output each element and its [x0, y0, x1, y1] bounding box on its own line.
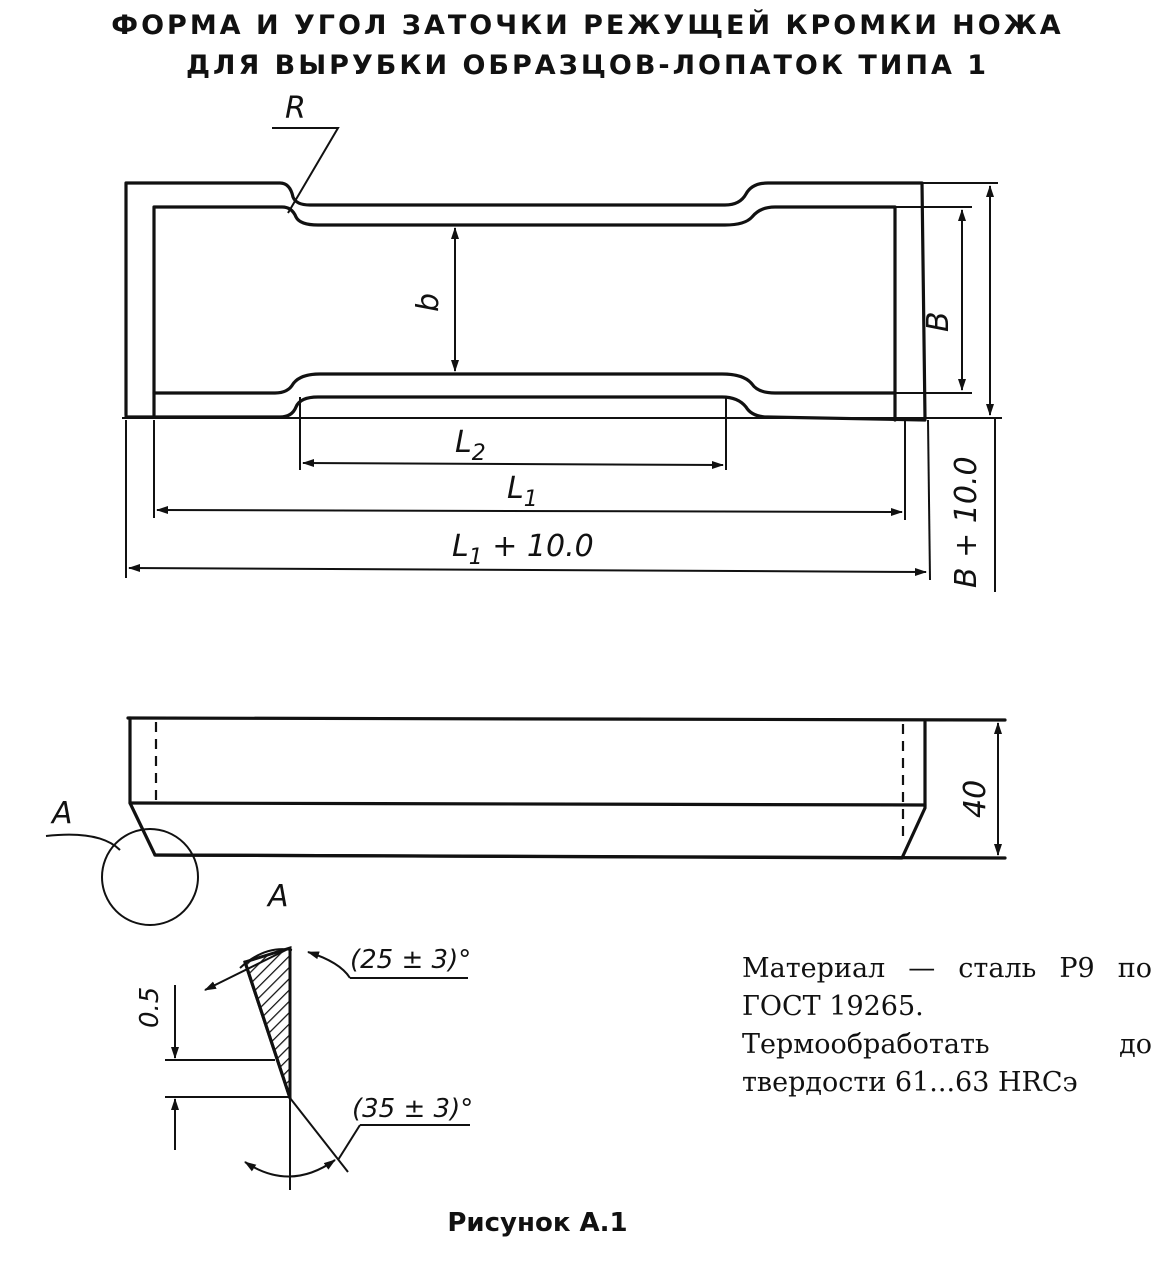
detail-a-circle — [101, 828, 199, 926]
edge-detail: (25 ± 3)° 0.5 (35 ± 3)° — [135, 945, 473, 1190]
material-note-line2: Термообработать до твердости 61...63 HRC… — [742, 1029, 1152, 1098]
knife-outer-outline — [124, 181, 927, 420]
angle-25-arc — [307, 951, 351, 979]
dimension-L2 — [302, 459, 724, 469]
figure-title-line2: ДЛЯ ВЫРУБКИ ОБРАЗЦОВ-ЛОПАТОК ТИПА 1 — [185, 50, 990, 81]
side-view-top-line — [126, 716, 1007, 722]
material-note-line1: Материал — сталь Р9 по ГОСТ 19265. — [742, 953, 1152, 1022]
angle-35-leader — [337, 1124, 361, 1161]
side-view-outline — [128, 716, 927, 860]
dimension-L1-plus-10 — [128, 564, 927, 576]
knife-bottom-edge — [124, 395, 927, 422]
detail-a-leader — [45, 833, 121, 851]
edge-angle-leader-top — [204, 947, 291, 991]
detail-a-title: A — [266, 879, 289, 914]
knife-lower-contour — [152, 372, 897, 395]
angle-35-label: (35 ± 3)° — [352, 1094, 473, 1124]
radius-leader — [272, 127, 340, 214]
dimension-L1 — [156, 506, 903, 516]
material-note: Материал — сталь Р9 по ГОСТ 19265. Термо… — [742, 950, 1152, 1102]
edge-height-label: 0.5 — [135, 987, 165, 1028]
angle-25-label: (25 ± 3)° — [350, 945, 471, 975]
dimension-b-label: b — [411, 293, 446, 312]
dimension-40-label: 40 — [958, 780, 993, 818]
dimension-L1-plus-10-label: L1 + 10.0 — [452, 529, 594, 570]
angle-25-arc-left — [239, 948, 293, 969]
knife-side-view: 40 A A — [45, 716, 1007, 926]
edge-angle-line-bottom — [289, 1097, 349, 1173]
dimension-L2-label: L2 — [455, 425, 486, 466]
figure-caption: Рисунок А.1 — [447, 1208, 628, 1238]
knife-plan-view: R b B B + 10.0 L2 L1 L1 + 10.0 — [122, 91, 1002, 592]
dimension-B-label: B — [921, 311, 956, 332]
edge-bevel-line — [243, 960, 292, 1100]
angle-35-arc — [244, 1159, 336, 1178]
dimension-L1-label: L1 — [507, 471, 538, 512]
knife-cutting-contour — [152, 205, 897, 422]
side-view-bevel-line — [128, 801, 927, 807]
extension-line-outer-right — [927, 419, 931, 581]
figure-title-line1: ФОРМА И УГОЛ ЗАТОЧКИ РЕЖУЩЕЙ КРОМКИ НОЖА — [111, 10, 1064, 41]
side-view-bottom-line — [153, 853, 1007, 860]
detail-a-mark: A — [50, 796, 73, 831]
dimension-B-plus-10-label: B + 10.0 — [949, 456, 984, 588]
radius-label: R — [285, 91, 306, 126]
